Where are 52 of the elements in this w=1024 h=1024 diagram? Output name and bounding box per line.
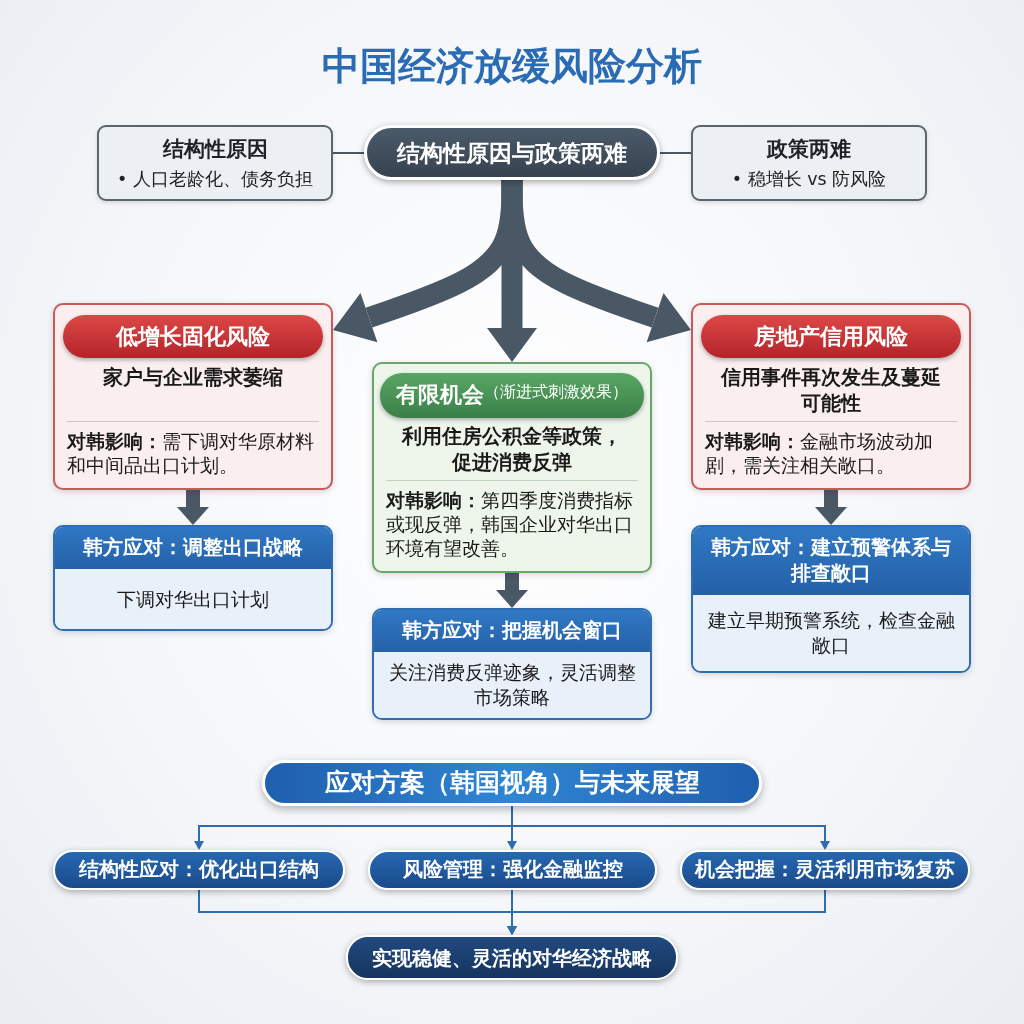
arrow: [501, 180, 691, 343]
response-box: [691, 525, 971, 673]
response-text: 下调对华出口计划: [55, 569, 331, 629]
card-heading: 房地产信用风险: [754, 322, 908, 351]
hub-pill: [364, 125, 660, 180]
response-heading: 韩方应对：把握机会窗口: [374, 610, 650, 652]
card-subtitle: 家户与企业需求萎缩: [103, 365, 283, 391]
section-heading: 应对方案（韩国视角）与未来展望: [324, 768, 700, 798]
plan-pill: [53, 850, 345, 890]
plan-label: 风险管理：强化金融监控: [402, 858, 623, 882]
plan-label: 结构性应对：优化出口结构: [79, 858, 319, 882]
goal-pill: [346, 935, 678, 980]
card-subtitle: 利用住房公积金等政策，促进消费反弹: [400, 424, 623, 476]
box-heading: 政策两难: [767, 135, 851, 162]
arrow: [507, 889, 826, 935]
arrow: [177, 490, 209, 525]
impact-text: 对韩影响：需下调对华原材料和中间品出口计划。: [67, 430, 315, 478]
response-box: [372, 608, 652, 720]
arrow: [511, 805, 830, 850]
response-text: 建立早期预警系统，检查金融敞口: [693, 595, 969, 671]
connector-line: [659, 152, 692, 154]
section-pill: [262, 760, 762, 806]
response-text: 关注消费反弹迹象，灵活调整市场策略: [374, 652, 650, 718]
heading-pill: [701, 315, 961, 358]
plan-pill: [368, 850, 657, 890]
heading-pill: [380, 373, 644, 418]
arrow: [815, 490, 847, 525]
arrow: [496, 573, 528, 608]
info-box: [97, 125, 333, 201]
heading-pill: [63, 315, 323, 358]
plan-pill: [680, 850, 970, 890]
impact-text: 对韩影响：金融市场波动加剧，需关注相关敞口。: [705, 430, 934, 478]
impact-text: 对韩影响：第四季度消费指标或现反弹，韩国企业对华出口环境有望改善。: [386, 489, 634, 561]
connector-line: [332, 152, 365, 154]
title: 中国经济放缓风险分析: [322, 44, 702, 88]
hub-label: 结构性原因与政策两难: [397, 138, 627, 167]
bullet-text: • 人口老龄化、债务负担: [117, 167, 313, 191]
response-heading: 韩方应对：建立预警体系与排查敞口: [693, 527, 969, 595]
goal-label: 实现稳健、灵活的对华经济战略: [372, 944, 652, 971]
card-heading: 有限机会: [396, 381, 484, 409]
bullet-text: • 稳增长 vs 防风险: [731, 167, 887, 191]
box-heading: 结构性原因: [162, 135, 268, 162]
risk-card: [691, 303, 971, 490]
plan-label: 机会把握：灵活利用市场复苏: [695, 858, 955, 882]
info-box: [691, 125, 927, 201]
opportunity-card: [372, 362, 652, 573]
response-heading: 韩方应对：调整出口战略: [55, 527, 331, 569]
card-subtitle: 信用事件再次发生及蔓延可能性: [720, 365, 942, 417]
response-box: [53, 525, 333, 631]
risk-card: [53, 303, 333, 490]
card-heading-note: （渐进式刺激效果）: [484, 381, 628, 403]
card-heading: 低增长固化风险: [116, 322, 270, 351]
